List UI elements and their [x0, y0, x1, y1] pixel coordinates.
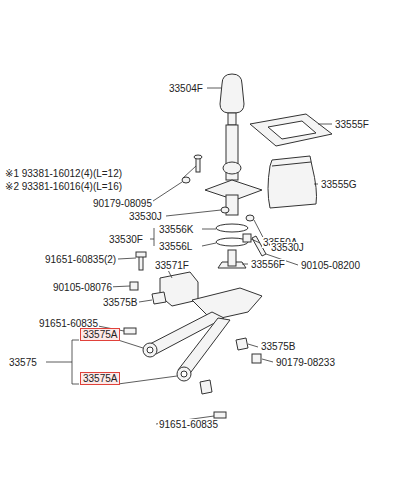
bolt: [124, 328, 136, 334]
bushing: [152, 292, 166, 304]
part-number: 90179-08233: [275, 357, 336, 368]
shift-knob: [220, 74, 244, 113]
bolt: [214, 412, 226, 418]
retainer-screw: [196, 158, 200, 172]
part-number: 33575B: [102, 297, 138, 308]
part-number: ※1 93381-16012(4)(L=12): [4, 168, 123, 179]
o-ring: [216, 224, 248, 232]
part-number: 33530J: [270, 242, 305, 253]
bushing: [200, 380, 212, 394]
part-number: ※2 93381-16016(4)(L=16): [4, 181, 123, 192]
part-number: 33571F: [154, 260, 190, 271]
linkage-plate: [192, 288, 262, 320]
part-number: 33556K: [158, 224, 194, 235]
bolt: [139, 256, 143, 270]
part-number: 90179-08095: [92, 198, 153, 209]
part-number: 90105-08200: [300, 260, 361, 271]
stud: [243, 234, 251, 242]
arm-eye: [143, 343, 157, 357]
washer: [246, 215, 254, 221]
boot-plate-hole: [268, 121, 316, 139]
part-number: 90105-08076: [52, 282, 113, 293]
highlighted-part-number: 33575A: [80, 328, 120, 341]
nut: [130, 282, 138, 290]
bushing: [236, 338, 248, 350]
highlighted-part-number: 33575A: [80, 372, 120, 385]
part-number: 91651-60835: [158, 419, 219, 430]
part-number: 33530F: [108, 234, 144, 245]
part-number: 33575B: [260, 341, 296, 352]
part-number: 33530J: [128, 211, 163, 222]
part-number: 33555G: [320, 179, 358, 190]
part-number: 33504F: [168, 83, 204, 94]
part-number: 33575A: [83, 373, 117, 384]
nut: [252, 354, 261, 363]
lever-ball: [223, 162, 241, 174]
part-number: 33556L: [158, 241, 193, 252]
part-number: 33556F: [250, 259, 286, 270]
part-number: 91651-60835(2): [44, 254, 117, 265]
part-number: 33555F: [334, 119, 370, 130]
arm-eye: [177, 367, 191, 381]
shift-boot: [268, 156, 317, 208]
lever-thread: [228, 113, 236, 125]
part-number: 33575A: [83, 329, 117, 340]
washer: [221, 207, 229, 213]
boot-plate: [250, 114, 332, 146]
part-number: 33575: [8, 357, 38, 368]
